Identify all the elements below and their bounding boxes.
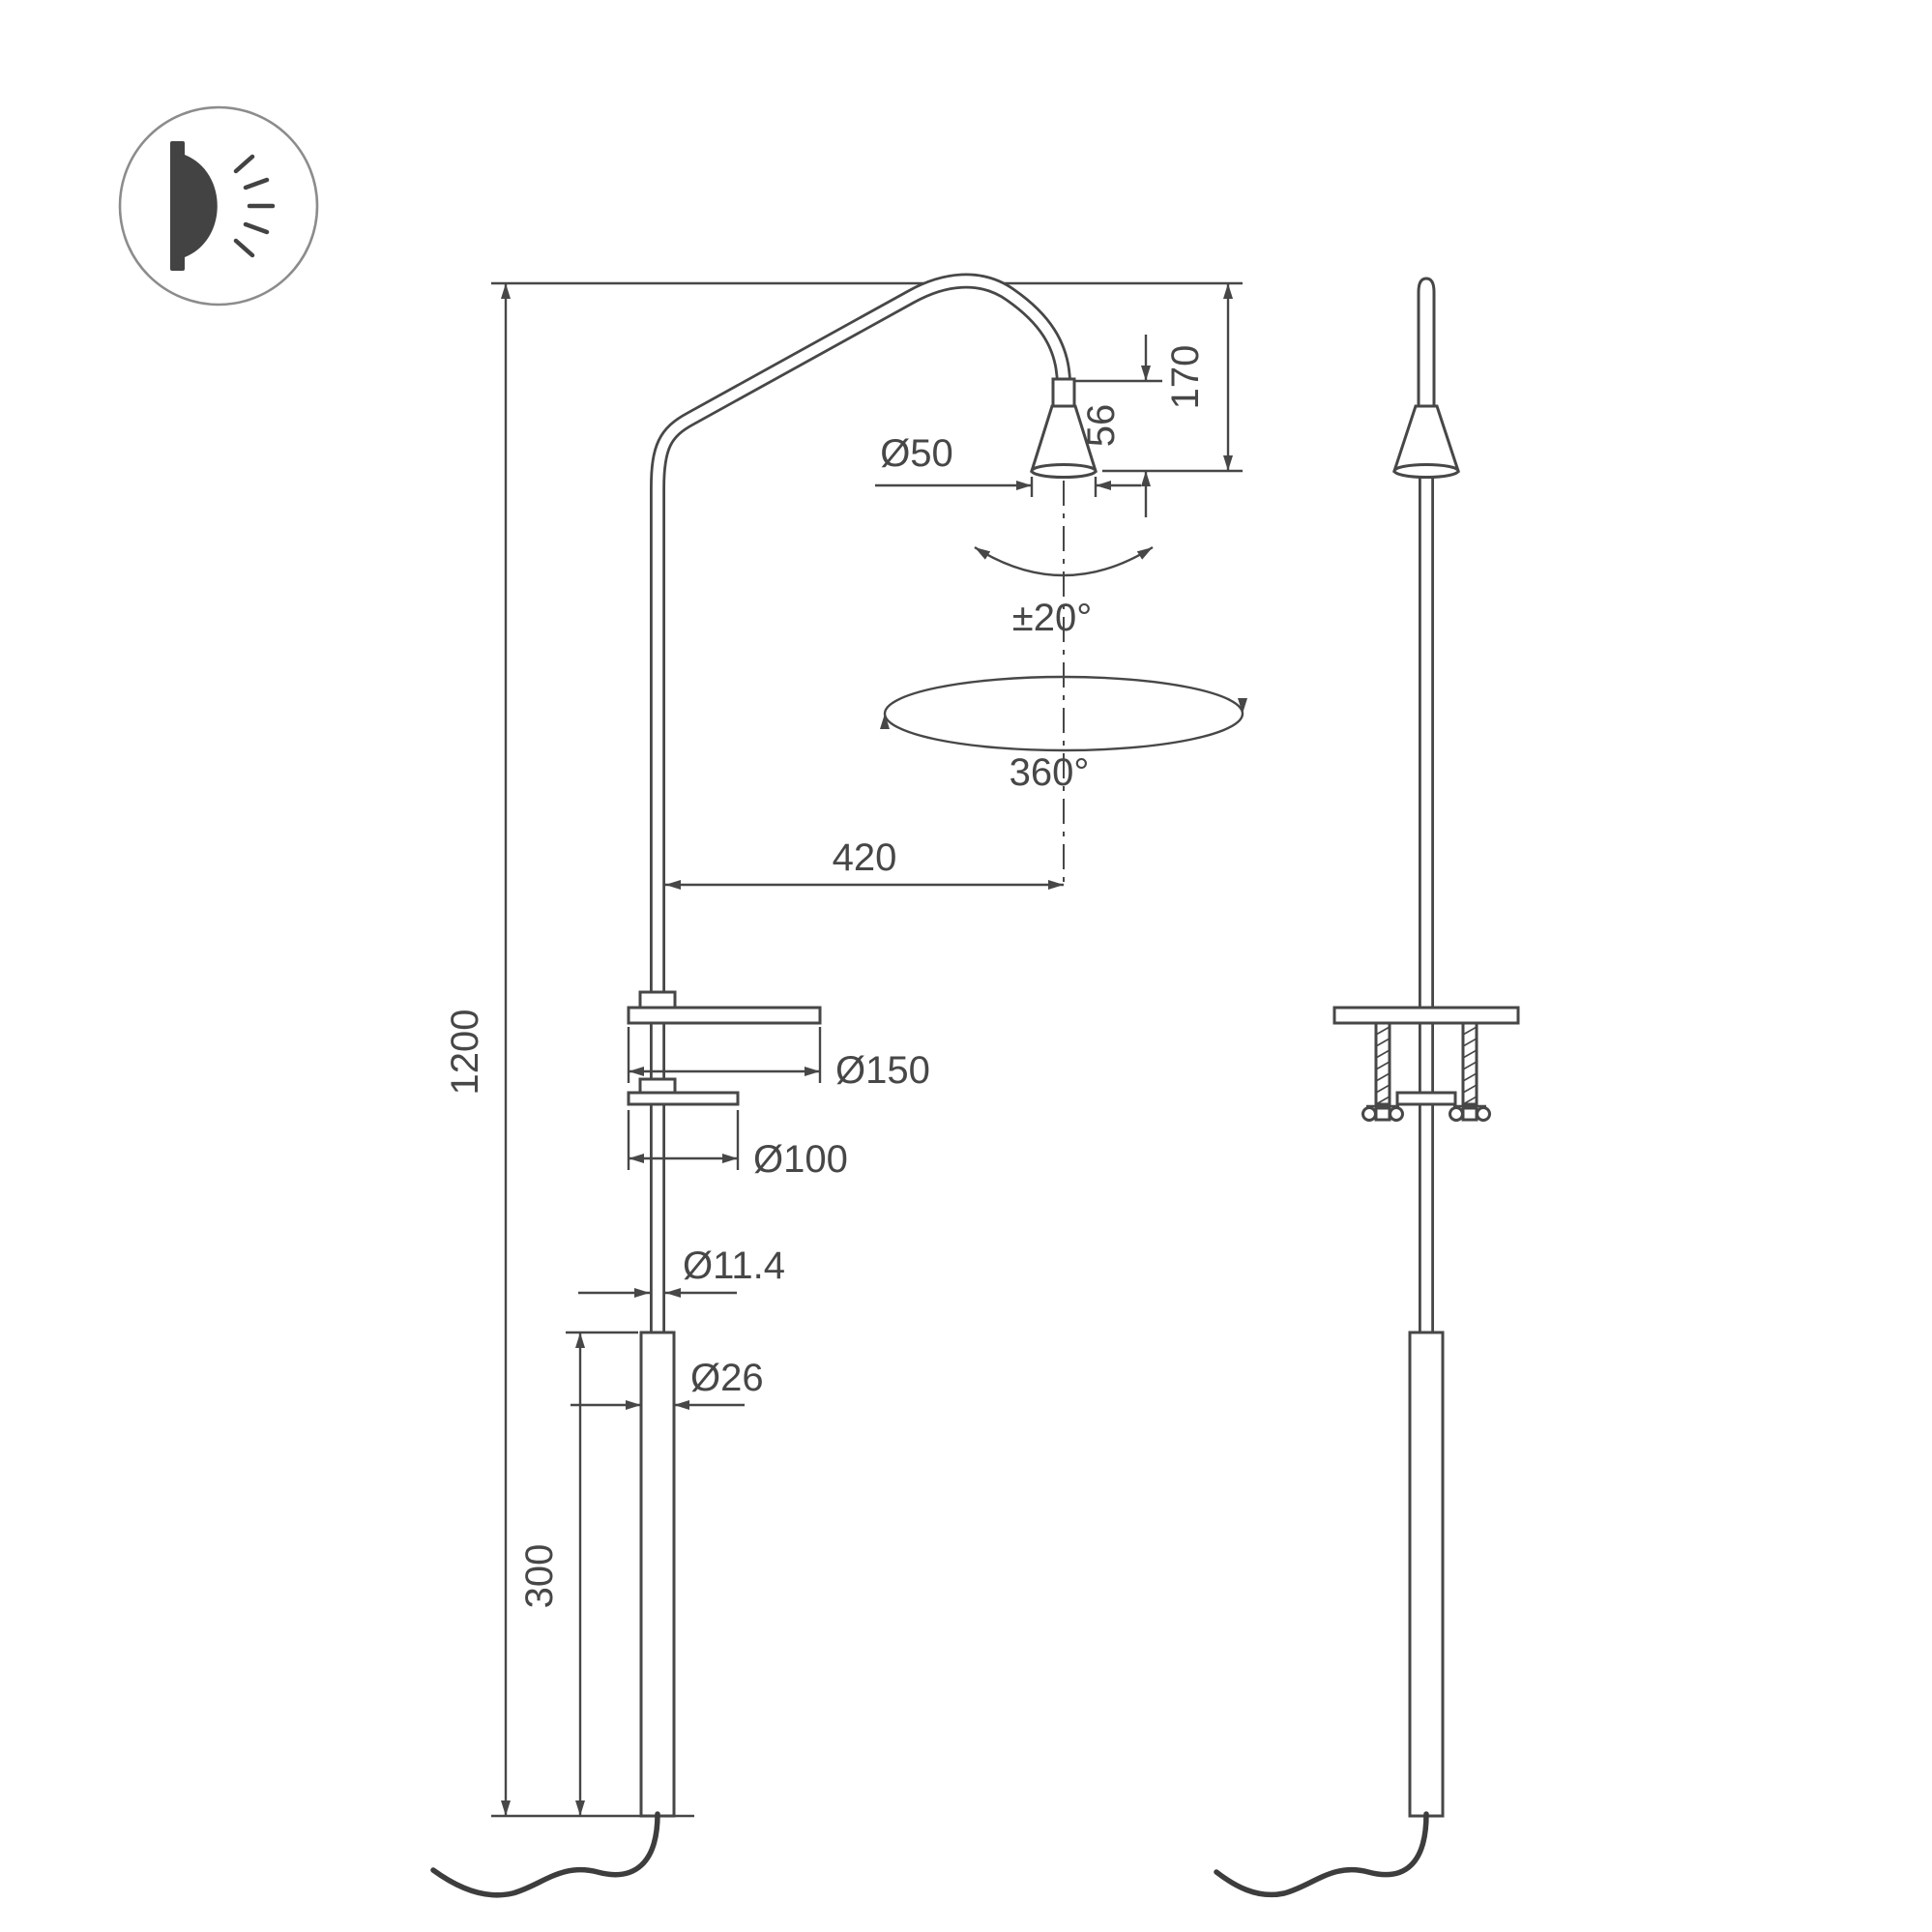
rotation-label: 360° — [1010, 751, 1090, 794]
front-view-lamp-head — [1029, 377, 1098, 479]
clamp-rod-left — [1374, 1021, 1391, 1106]
icon-lamp-shade — [185, 155, 218, 257]
side-clamp-collar — [1395, 1091, 1457, 1106]
front-base-tube — [639, 1331, 676, 1818]
dim-label-pole-diameter: Ø11.4 — [683, 1244, 785, 1287]
side-power-cable — [1214, 1811, 1429, 1898]
dim-label-head-drop: 170 — [1164, 345, 1207, 410]
dim-label-base-tube-diameter: Ø26 — [690, 1357, 764, 1399]
collar-lower — [638, 1077, 677, 1095]
lamp-aperture — [1030, 463, 1098, 479]
side-view — [1214, 277, 1520, 1898]
dim-label-clamp-plate: Ø100 — [753, 1138, 848, 1181]
dim-label-head-diameter: Ø50 — [880, 432, 953, 475]
dimension-head-diameter: Ø50 — [875, 432, 1141, 497]
wall-light-icon — [118, 105, 319, 307]
side-lamp-aperture — [1392, 463, 1460, 479]
dimension-pole-diameter: Ø11.4 — [578, 1244, 785, 1298]
front-power-cable — [430, 1811, 660, 1898]
dim-label-base-section: 300 — [518, 1544, 561, 1609]
icon-circle — [118, 105, 319, 307]
side-bracket-plate — [1332, 1006, 1520, 1025]
dimension-base-section: 300 — [518, 1331, 638, 1816]
side-base-tube — [1408, 1331, 1445, 1818]
front-view-pole-arm — [650, 273, 1071, 1332]
collar-upper — [638, 990, 677, 1010]
tilt-range-label: ±20° — [1012, 597, 1092, 639]
dimension-total-height: 1200 — [444, 283, 694, 1818]
dim-label-bracket-plate: Ø150 — [835, 1049, 930, 1092]
dimension-head-length: 56 — [1075, 335, 1162, 517]
clamp-plate — [627, 1091, 740, 1106]
front-view-mounting-plates — [627, 990, 822, 1106]
wing-nut-right — [1449, 1104, 1491, 1122]
dimension-clamp-plate: Ø100 — [627, 1110, 848, 1181]
side-lamp-cone — [1391, 404, 1461, 473]
icon-wall-bar — [170, 141, 185, 271]
wing-nut-left — [1361, 1104, 1404, 1122]
bracket-plate — [627, 1006, 822, 1025]
side-arm-tip — [1417, 277, 1436, 412]
lamp-neck — [1051, 377, 1076, 410]
dim-label-arm-reach: 420 — [833, 836, 897, 879]
dimension-head-drop: 170 — [1102, 283, 1243, 473]
icon-light-rays — [233, 154, 276, 258]
dim-label-total-height: 1200 — [444, 1010, 486, 1096]
clamp-rod-right — [1461, 1021, 1478, 1106]
dimension-arm-reach: 420 — [665, 836, 1064, 890]
dimension-bracket-plate: Ø150 — [627, 1027, 930, 1092]
dimension-base-tube-diameter: Ø26 — [571, 1357, 764, 1410]
